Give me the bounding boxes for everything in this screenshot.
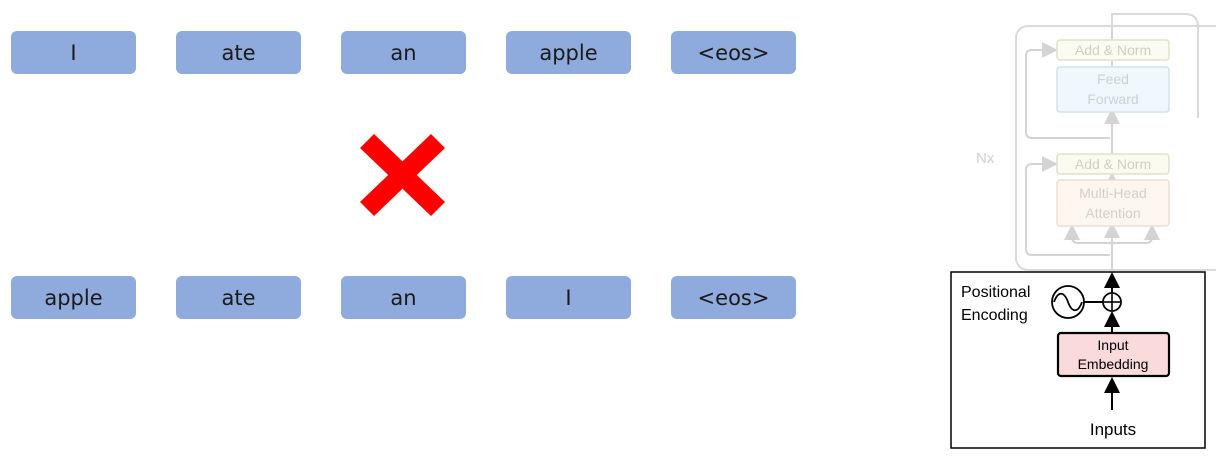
feed-forward-label: Feed bbox=[1097, 71, 1129, 87]
faded-encoder-layer: Add & Norm Feed Forward Nx Add & Norm Mu… bbox=[976, 13, 1216, 271]
x-mark-icon bbox=[360, 134, 445, 216]
token-box: I bbox=[506, 276, 631, 319]
token-box: apple bbox=[506, 31, 631, 74]
token-box: ate bbox=[176, 31, 301, 74]
token-box: <eos> bbox=[671, 276, 796, 319]
attention-box bbox=[1056, 179, 1170, 227]
feed-forward-label: Forward bbox=[1087, 91, 1138, 107]
token-box: an bbox=[341, 31, 466, 74]
positional-encoding-label: Positional bbox=[961, 284, 1030, 301]
token-box: I bbox=[11, 31, 136, 74]
nx-label: Nx bbox=[976, 150, 995, 167]
add-norm-label: Add & Norm bbox=[1075, 42, 1151, 58]
attention-label: Multi-Head bbox=[1079, 185, 1147, 201]
add-norm-box bbox=[1056, 153, 1170, 175]
token-box: ate bbox=[176, 276, 301, 319]
input-embedding-label: Embedding bbox=[1078, 356, 1149, 372]
feed-forward-box bbox=[1056, 66, 1170, 113]
token-box: apple bbox=[11, 276, 136, 319]
transformer-encoder-diagram: Add & Norm Feed Forward Nx Add & Norm Mu… bbox=[950, 13, 1216, 449]
input-embedding-label: Input bbox=[1097, 337, 1128, 353]
token-box: <eos> bbox=[671, 31, 796, 74]
token-box: an bbox=[341, 276, 466, 319]
input-section: Positional Encoding Input Embedding Inpu… bbox=[950, 271, 1206, 449]
add-norm-box bbox=[1056, 39, 1170, 61]
inputs-label: Inputs bbox=[1090, 420, 1136, 439]
attention-label: Attention bbox=[1085, 205, 1140, 221]
positional-encoding-label: Encoding bbox=[961, 307, 1028, 324]
input-embedding-box bbox=[1056, 331, 1171, 378]
add-norm-label: Add & Norm bbox=[1075, 156, 1151, 172]
